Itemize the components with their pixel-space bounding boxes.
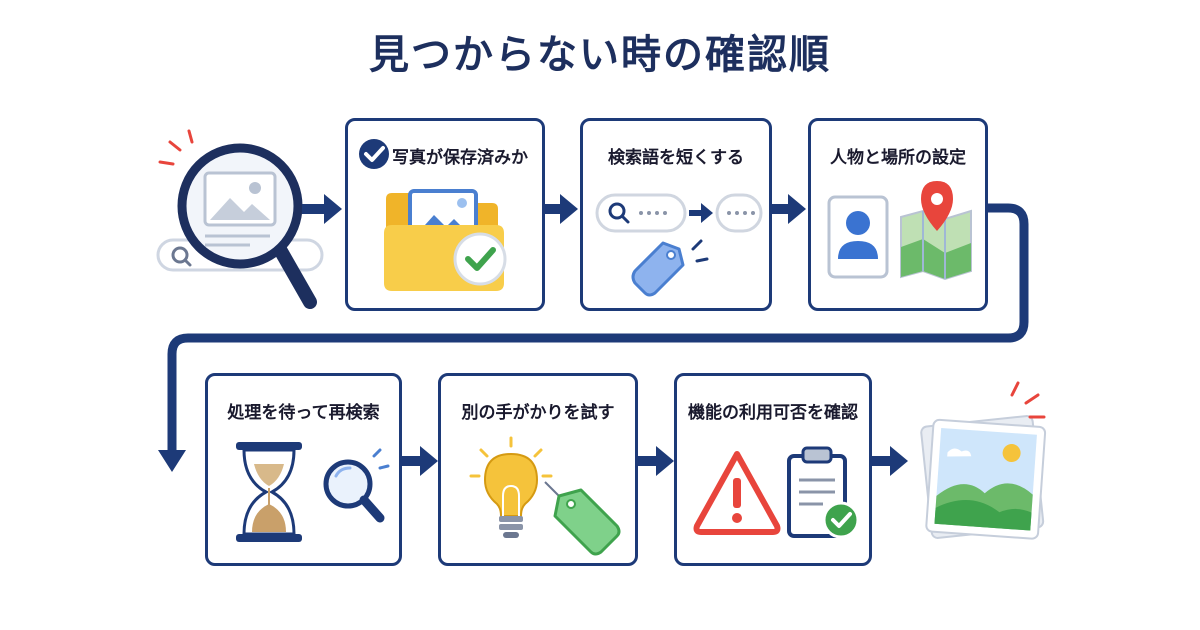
step-label: 機能の利用可否を確認 [688, 403, 858, 423]
page-title: 見つからない時の確認順 [369, 32, 831, 78]
arrow-right-icon [542, 194, 578, 224]
magnifier-icon [323, 448, 390, 523]
arrow-right-icon [872, 446, 908, 476]
arrow-right-icon [402, 446, 438, 476]
check-badge-icon [453, 232, 507, 286]
magnifier-search-icon [156, 129, 324, 309]
tag-icon [631, 241, 685, 297]
step-card-short-query: 検索語を短くする [580, 118, 772, 311]
step-label: 処理を待って再検索 [227, 403, 380, 423]
lightbulb-icon [469, 436, 553, 538]
person-card-icon [827, 195, 889, 279]
hourglass-icon [236, 442, 302, 542]
arrow-right-icon [302, 194, 342, 224]
warning-icon [693, 451, 781, 535]
arrow-right-icon [638, 446, 674, 476]
step-label: 別の手がかりを試す [461, 403, 615, 423]
step-card-people-places: 人物と場所の設定 [808, 118, 988, 311]
step-card-feature-availability: 機能の利用可否を確認 [674, 373, 872, 566]
step-card-saved: 写真が保存済みか [345, 118, 545, 311]
map-pin-icon [900, 181, 972, 281]
step-card-other-clues: 別の手がかりを試す [438, 373, 638, 566]
clipboard-check-icon [787, 446, 860, 539]
photo-stack-icon [920, 381, 1047, 540]
step-label: 人物と場所の設定 [830, 148, 966, 168]
arrow-right-icon [770, 194, 806, 224]
tag-icon [544, 481, 621, 556]
step-card-wait-research: 処理を待って再検索 [205, 373, 402, 566]
arrow-right-icon [689, 203, 713, 223]
search-bar-icon [595, 193, 687, 233]
step-label: 検索語を短くする [608, 148, 744, 168]
step-label: 写真が保存済みか [392, 148, 528, 168]
check-circle-icon [359, 139, 389, 169]
